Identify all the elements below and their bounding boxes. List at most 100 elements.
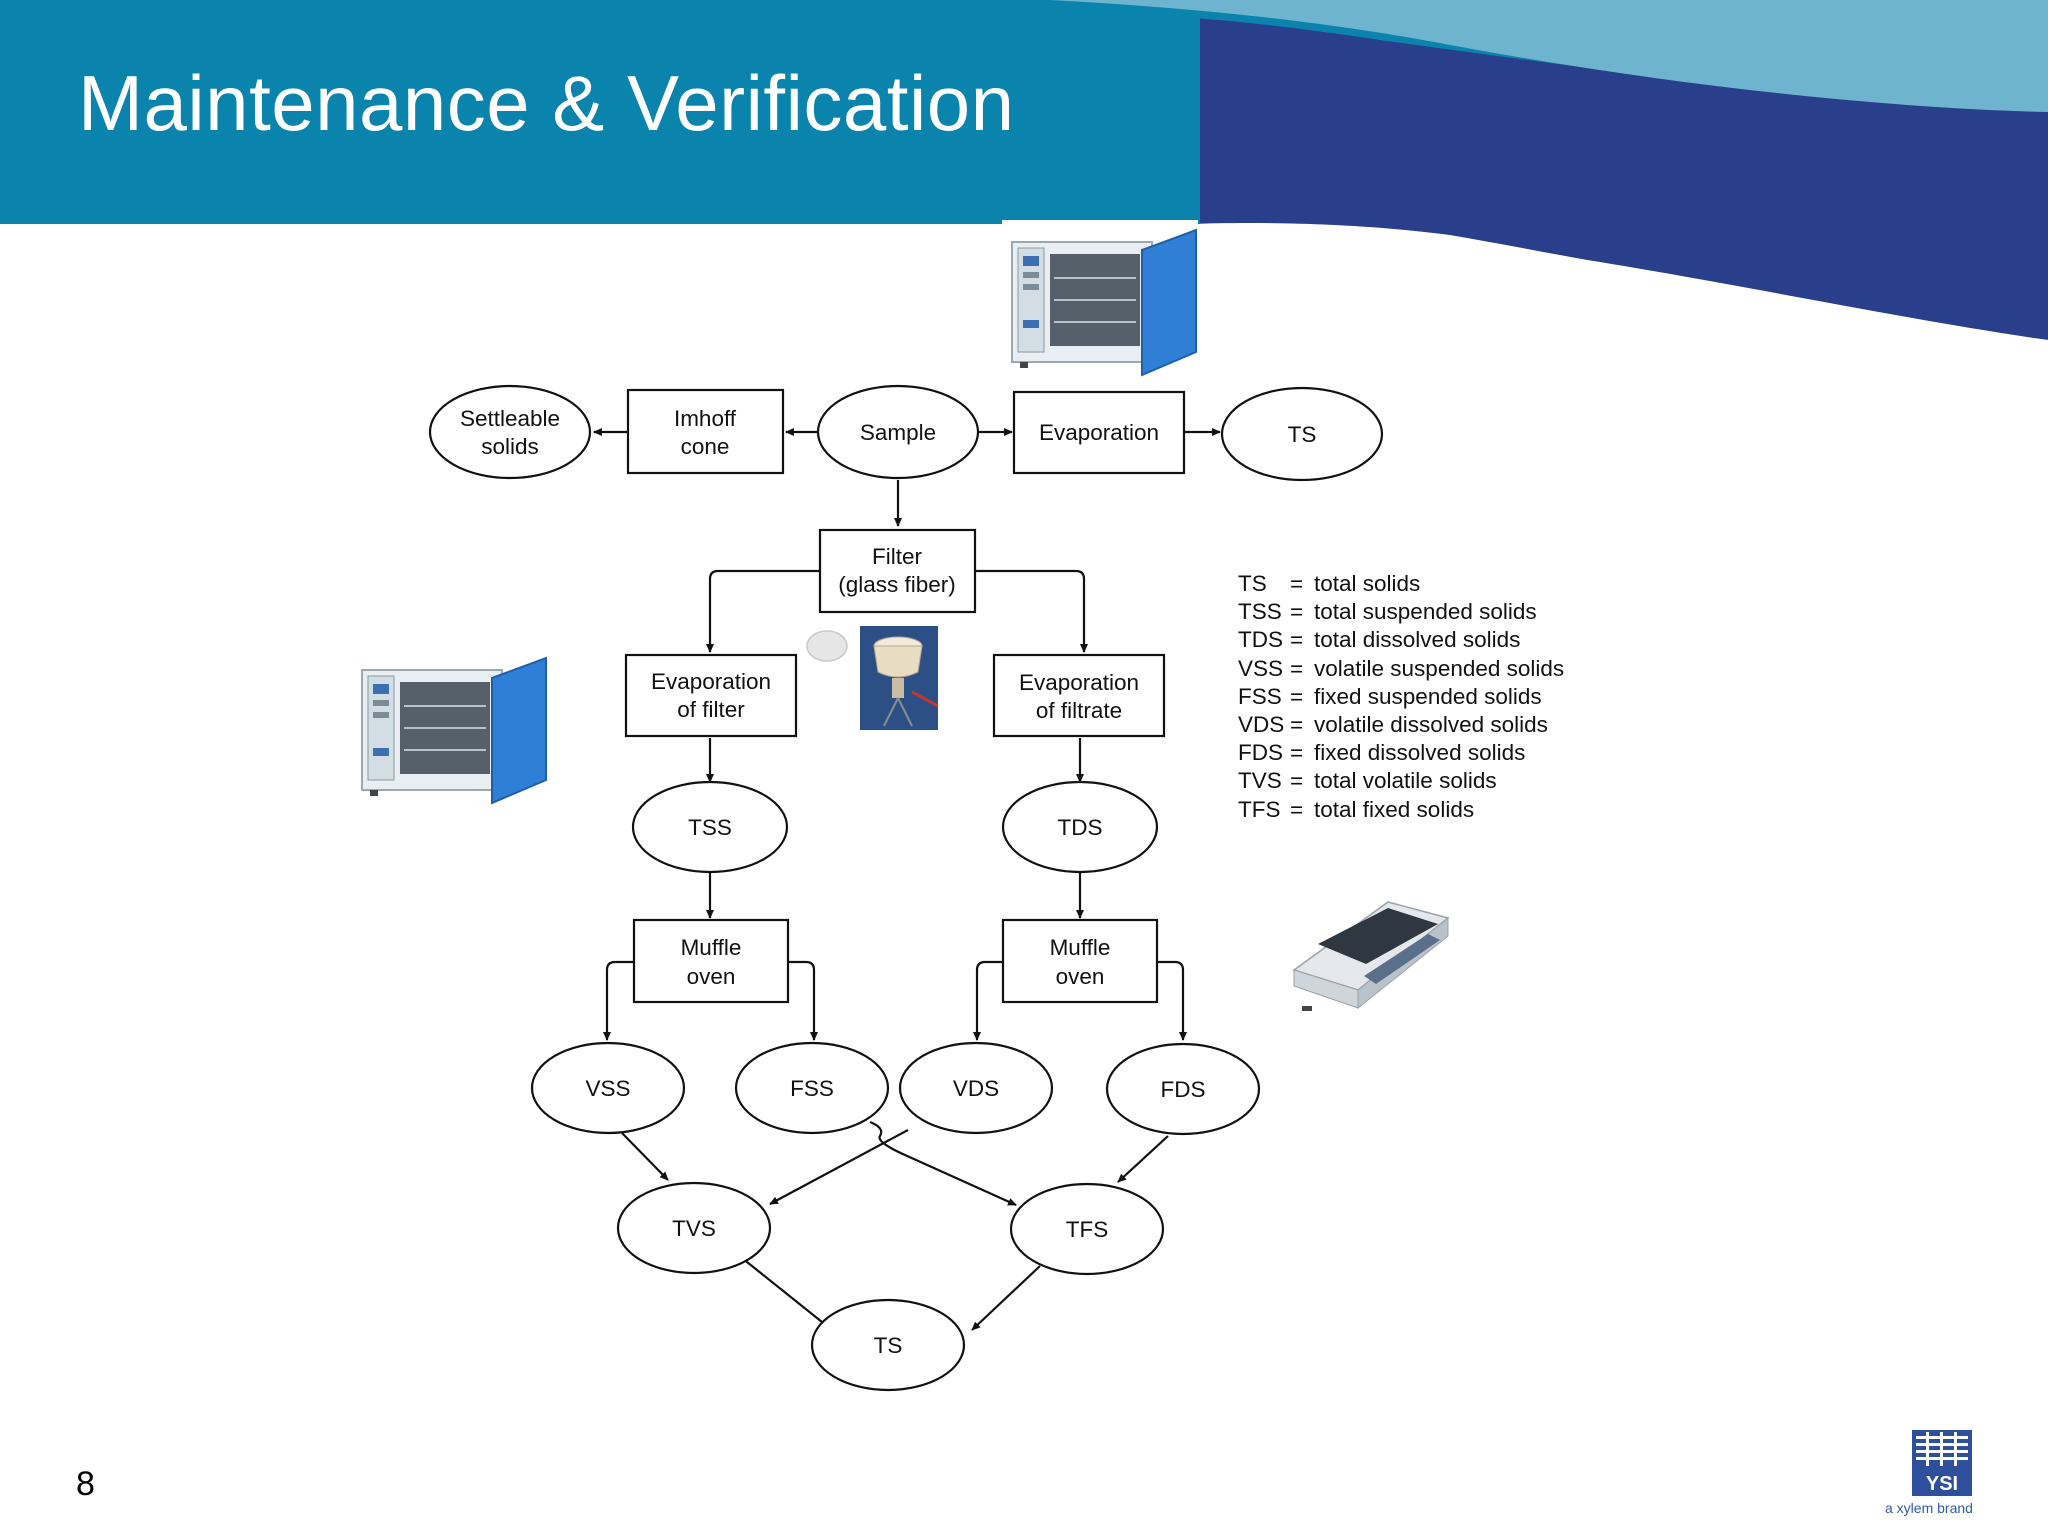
- node-tfs: [1009, 1182, 1165, 1276]
- legend-row: TSS = total suspended solids: [1238, 598, 1564, 626]
- filter-funnel-icon: [860, 626, 938, 730]
- legend-equals: =: [1290, 571, 1304, 596]
- legend-definition: fixed dissolved solids: [1314, 740, 1526, 766]
- node-tss: [631, 780, 789, 874]
- node-tds: [1001, 780, 1159, 874]
- legend-row: FSS = fixed suspended solids: [1238, 683, 1564, 711]
- edge-tfs-ts: [971, 1265, 1041, 1331]
- node-muffle-oven-left: [632, 918, 790, 1004]
- filter-paper-icon: [806, 630, 848, 662]
- label-muffle-left-2: oven: [687, 964, 736, 989]
- label-settleable-2: solids: [481, 434, 539, 459]
- label-vss: VSS: [585, 1076, 630, 1101]
- edge-filter-evap-filter: [706, 569, 820, 653]
- logo-brand-text: YSI: [1926, 1473, 1958, 1495]
- node-tvs: [616, 1181, 772, 1275]
- edge-fss-tfs: [869, 1120, 1017, 1207]
- legend-definition: fixed suspended solids: [1314, 683, 1542, 709]
- legend-abbr: VSS: [1238, 655, 1284, 681]
- legend-row: VSS= volatile suspended solids: [1238, 655, 1564, 683]
- legend-equals: =: [1290, 712, 1304, 738]
- label-muffle-right-2: oven: [1056, 964, 1105, 989]
- node-evaporation-of-filter: [624, 653, 798, 738]
- legend-abbr: TDS: [1238, 627, 1283, 653]
- node-fss: [734, 1041, 890, 1135]
- ysi-logo-icon: YSI: [1912, 1430, 1972, 1496]
- node-ts-top: [1220, 386, 1384, 482]
- label-imhoff-1: Imhoff: [674, 406, 737, 431]
- node-imhoff-cone: [626, 388, 785, 475]
- legend-equals: =: [1290, 683, 1304, 709]
- legend-definition: total volatile solids: [1314, 768, 1497, 794]
- label-filter-1: Filter: [872, 544, 923, 569]
- legend-equals: =: [1290, 655, 1304, 681]
- legend-definition: volatile dissolved solids: [1314, 712, 1548, 738]
- label-settleable-1: Settleable: [460, 406, 560, 431]
- legend-row: FDS = fixed dissolved solids: [1238, 739, 1564, 767]
- legend-abbr: TFS: [1238, 796, 1281, 822]
- label-evap-filtrate-2: of filtrate: [1036, 698, 1122, 723]
- edge-vss-tvs: [621, 1132, 669, 1181]
- node-fds: [1105, 1042, 1261, 1136]
- legend-equals: =: [1290, 599, 1304, 625]
- oven-icon: [1002, 220, 1198, 380]
- node-evaporation-of-filtrate: [992, 653, 1166, 738]
- edge-muffle-vds: [973, 960, 1003, 1041]
- oven-icon: [352, 648, 548, 808]
- label-ts-bottom: TS: [874, 1333, 903, 1358]
- label-muffle-left-1: Muffle: [681, 935, 742, 960]
- label-tvs: TVS: [672, 1216, 716, 1241]
- label-tds: TDS: [1058, 815, 1103, 840]
- node-ts-bottom: [810, 1298, 966, 1392]
- legend-row: TVS = total volatile solids: [1238, 767, 1564, 795]
- legend-abbr: FSS: [1238, 683, 1282, 709]
- legend-row: TDS=total dissolved solids: [1238, 626, 1564, 654]
- label-muffle-right-1: Muffle: [1050, 935, 1111, 960]
- legend-definition: total fixed solids: [1314, 796, 1475, 822]
- edge-vds-tvs: [769, 1129, 909, 1205]
- label-imhoff-2: cone: [681, 434, 730, 459]
- node-vss: [530, 1041, 686, 1135]
- label-evaporation: Evaporation: [1039, 420, 1159, 445]
- node-muffle-oven-right: [1001, 918, 1159, 1004]
- legend-row: VDS= volatile dissolved solids: [1238, 711, 1564, 739]
- legend-abbr: VDS: [1238, 712, 1285, 738]
- legend-definition: total suspended solids: [1314, 599, 1537, 625]
- node-vds: [898, 1041, 1054, 1135]
- legend-row: TFS = total fixed solids: [1238, 796, 1564, 824]
- label-tfs: TFS: [1066, 1217, 1109, 1242]
- node-settleable-solids: [428, 384, 592, 480]
- logo-tagline: a xylem brand: [1885, 1500, 1973, 1516]
- legend-abbr: FDS: [1238, 740, 1283, 766]
- edge-muffle-fds: [1157, 960, 1187, 1041]
- legend-abbr: TVS: [1238, 768, 1282, 794]
- label-tss: TSS: [688, 815, 732, 840]
- label-evap-filter-2: of filter: [677, 697, 745, 722]
- label-evap-filtrate-1: Evaporation: [1019, 670, 1139, 695]
- node-sample: [816, 384, 980, 480]
- legend-definition: total solids: [1314, 571, 1421, 596]
- abbreviation-legend: TS=total solids TSS=total suspended soli…: [1238, 570, 1564, 824]
- label-ts-top: TS: [1288, 422, 1317, 447]
- legend-definition: total dissolved solids: [1314, 627, 1521, 653]
- label-sample: Sample: [860, 420, 936, 445]
- edge-filter-evap-filtrate: [975, 569, 1088, 653]
- legend-abbr: TSS: [1238, 599, 1282, 625]
- header-wave: [0, 0, 2048, 350]
- page-number: 8: [76, 1465, 95, 1503]
- slide-title: Maintenance & Verification: [78, 59, 1015, 147]
- edge-muffle-vss: [603, 960, 634, 1041]
- legend-equals: =: [1290, 768, 1304, 794]
- edge-tvs-ts: [741, 1257, 833, 1331]
- legend-equals: =: [1290, 740, 1304, 766]
- legend-equals: =: [1290, 796, 1304, 822]
- node-filter: [818, 528, 977, 614]
- node-evaporation: [1012, 390, 1186, 475]
- label-fds: FDS: [1161, 1077, 1206, 1102]
- label-evap-filter-1: Evaporation: [651, 669, 771, 694]
- legend-definition: volatile suspended solids: [1314, 655, 1565, 681]
- label-vds: VDS: [953, 1076, 999, 1101]
- legend-row: TS=total solids: [1238, 570, 1564, 598]
